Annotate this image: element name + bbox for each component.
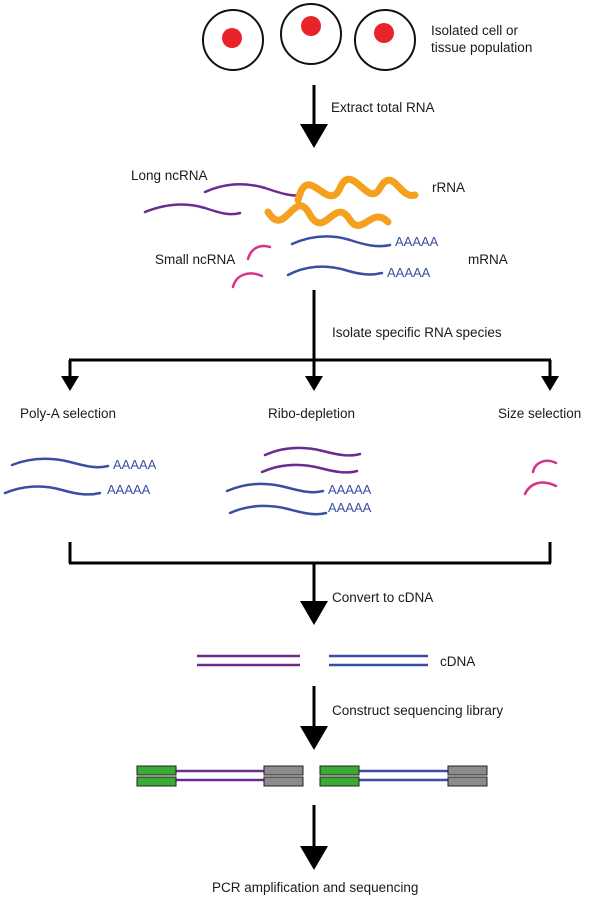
small-ncrna-strand (523, 481, 558, 496)
adapter-left (319, 776, 360, 787)
branch-arrowhead-size (541, 376, 559, 391)
adapter-right (263, 765, 304, 776)
arrow-extract (300, 85, 328, 148)
adapter-left (136, 776, 177, 787)
poly-a-tail: AAAAA (107, 482, 151, 497)
long-ncrna-strand (203, 183, 304, 197)
ribo-depletion-label: Ribo-depletion (268, 406, 355, 421)
cell-nucleus (374, 23, 394, 43)
isolate-label: Isolate specific RNA species (332, 325, 502, 340)
convert-arrowhead (300, 601, 328, 625)
poly-a-tail: AAAAA (395, 234, 439, 249)
cells-label-line2: tissue population (431, 40, 532, 55)
library-fragment-ncrna (136, 765, 304, 787)
rrna-label: rRNA (432, 180, 465, 195)
cell-nucleus (301, 16, 321, 36)
long-ncrna-strand (260, 463, 359, 474)
mrna-strand (290, 235, 392, 248)
mrna-label: mRNA (468, 252, 508, 267)
mrna-strand (228, 504, 328, 516)
cell-2 (280, 3, 342, 65)
mrna-strand (10, 457, 110, 469)
arrow-pcr (300, 805, 328, 870)
arrow-construct (300, 686, 328, 750)
adapter-right (447, 776, 488, 787)
small-ncrna-strand (246, 244, 272, 261)
polya-selection-label: Poly-A selection (20, 406, 116, 421)
rrna-strands (264, 175, 419, 229)
mrna-strand (3, 485, 102, 496)
long-ncrna-strand (143, 203, 242, 216)
small-ncrna-strand (231, 272, 264, 289)
long-ncrna-strands (143, 183, 304, 216)
construct-label: Construct sequencing library (332, 703, 503, 718)
mrna-strands (286, 235, 392, 277)
mrna-strand (225, 482, 325, 494)
adapter-left (136, 765, 177, 776)
cell-nucleus (222, 28, 242, 48)
arrow-convert (68, 542, 552, 603)
library-fragment-mrna (319, 765, 488, 787)
branch-arrowhead-ribo (305, 376, 323, 391)
cell-population (202, 3, 416, 71)
size-selection-label: Size selection (498, 406, 581, 421)
poly-a-tail: AAAAA (328, 500, 372, 515)
small-ncrna-strands (231, 244, 272, 289)
adapter-left (319, 765, 360, 776)
poly-a-tail: AAAAA (387, 265, 431, 280)
polya-selected-mrna (3, 457, 110, 496)
cdna-strands (197, 654, 428, 667)
cdna-label: cDNA (440, 654, 475, 669)
branch-arrowhead-polya (61, 376, 79, 391)
pcr-label: PCR amplification and sequencing (212, 880, 418, 895)
mrna-strand (286, 265, 384, 277)
cell-3 (354, 9, 416, 71)
rrna-strand (294, 175, 419, 204)
size-selected-small-ncrna (523, 459, 558, 496)
adapter-right (263, 776, 304, 787)
cell-1 (202, 9, 264, 71)
ribo-depleted-mrna (225, 482, 328, 516)
rrna-strand (264, 202, 392, 229)
convert-label: Convert to cDNA (332, 590, 433, 605)
poly-a-tail: AAAAA (328, 482, 372, 497)
adapter-right (447, 765, 488, 776)
small-ncrna-strand (531, 459, 558, 474)
extract-label: Extract total RNA (331, 100, 435, 115)
long-ncrna-strand (263, 446, 362, 457)
small-ncrna-label: Small ncRNA (155, 252, 235, 267)
long-ncrna-label: Long ncRNA (131, 168, 208, 183)
ribo-depleted-ncrna (260, 446, 362, 474)
cells-label-line1: Isolated cell or (431, 23, 519, 38)
arrow-isolate (68, 290, 552, 378)
poly-a-tail: AAAAA (113, 457, 157, 472)
